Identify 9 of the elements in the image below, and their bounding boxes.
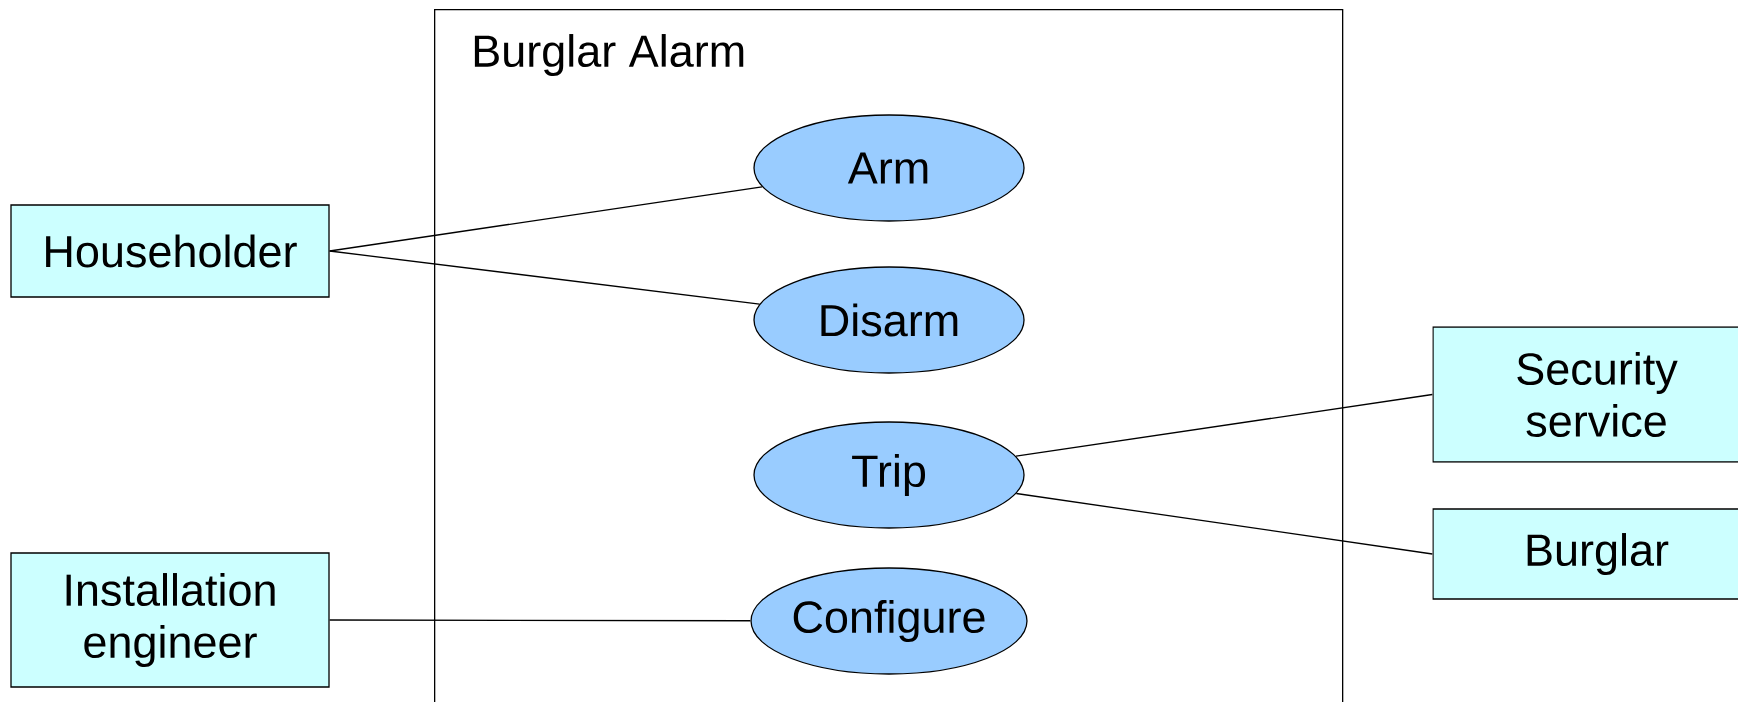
connector-line	[329, 619, 752, 622]
actor-box: Security service	[1432, 326, 1738, 463]
actor-box: Householder	[10, 204, 330, 298]
connector-line	[329, 250, 761, 305]
connector-line	[1015, 393, 1433, 457]
actor-box: Burglar	[1432, 508, 1738, 600]
connector-line	[1015, 492, 1433, 555]
connector-line	[329, 186, 763, 252]
actor-box: Installation engineer	[10, 552, 330, 688]
